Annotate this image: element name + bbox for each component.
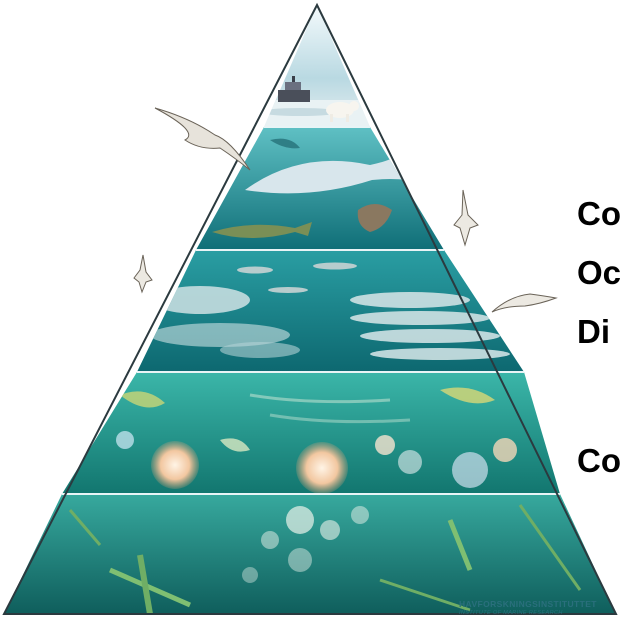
seabird-icon-right <box>492 294 556 312</box>
seabird-icon-upper-right <box>454 190 478 245</box>
institute-logo: HAVFORSKNINGSINSTITUTTET INSTITUTE OF MA… <box>459 599 597 616</box>
pyramid-level-1-arctic <box>260 5 380 130</box>
logo-name: HAVFORSKNINGSINSTITUTTET <box>459 599 597 609</box>
right-text-line-1: Co <box>577 197 620 230</box>
pyramid-level-3-fish <box>137 250 524 372</box>
right-text-line-4: Co <box>577 444 620 477</box>
logo-subtitle: INSTITUTE OF MARINE RESEARCH <box>459 610 597 616</box>
pyramid-level-5-phytoplankton <box>4 494 616 614</box>
jellyfish-icon <box>151 441 199 489</box>
seabird-icon-left <box>134 255 152 292</box>
right-text-line-2: Oc <box>577 256 620 289</box>
seabird-icon-large <box>155 108 250 170</box>
pyramid-level-4-zooplankton <box>62 372 560 494</box>
right-text-line-3: Di <box>577 315 610 348</box>
